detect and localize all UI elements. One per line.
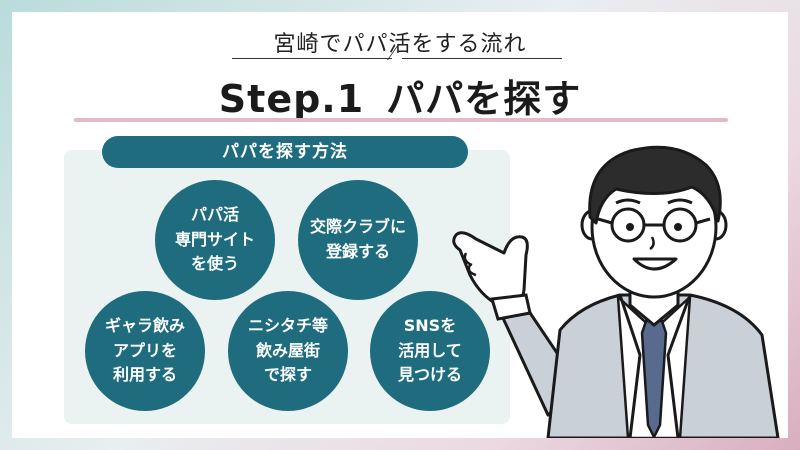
method-line: 飲み屋街	[255, 340, 320, 360]
method-line: パパ活	[190, 204, 239, 224]
method-line: を使う	[190, 254, 239, 274]
method-circle-dating-club: 交際クラブに 登録する	[298, 180, 418, 300]
method-circle-sns: SNSを 活用して 見つける	[370, 291, 490, 411]
method-line: 活用して	[398, 340, 462, 360]
step-title: パパを探す	[386, 77, 582, 121]
method-line: 専門サイト	[174, 229, 255, 249]
method-line: で探す	[263, 365, 312, 385]
page-subtitle: 宮崎でパパ活をする流れ	[273, 32, 527, 57]
businessman-pointing-icon	[452, 145, 780, 438]
method-line: 見つける	[397, 365, 462, 385]
page-title: Step.1 パパを探す	[0, 68, 800, 123]
method-circle-gara-nomi-app: ギャラ飲み アプリを 利用する	[85, 291, 205, 411]
method-circle-papakatsu-site: パパ活 専門サイト を使う	[155, 180, 275, 300]
title-divider	[74, 118, 728, 122]
method-line: ギャラ飲み	[104, 315, 185, 335]
method-line: 登録する	[325, 242, 390, 261]
method-circle-nightlife-district: ニシタチ等 飲み屋街 で探す	[228, 291, 348, 411]
method-line: SNSを	[403, 315, 457, 335]
step-label: Step.1	[218, 77, 365, 121]
method-line: 交際クラブに	[309, 217, 406, 237]
subtitle-underline-right	[402, 58, 562, 59]
method-line: アプリを	[112, 340, 177, 360]
method-line: ニシタチ等	[247, 315, 328, 335]
methods-heading: パパを探す方法	[102, 136, 468, 168]
subtitle-underline-left	[232, 58, 392, 59]
method-line: 利用する	[112, 365, 177, 385]
